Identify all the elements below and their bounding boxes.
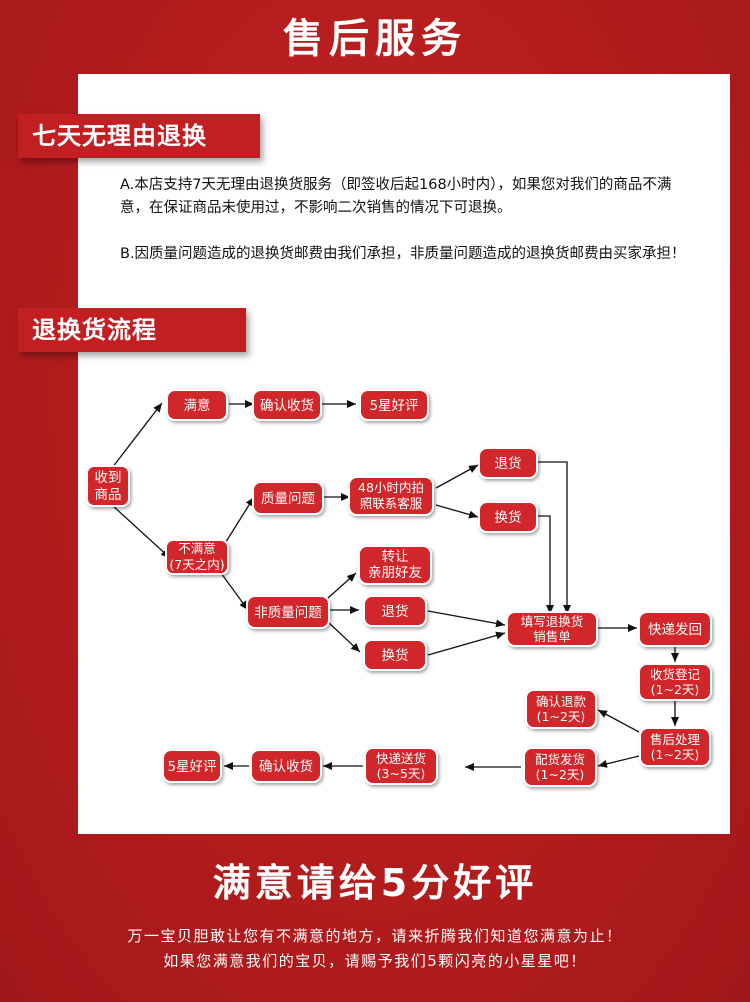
node-label: (3~5天) xyxy=(377,766,426,781)
node-return-non-quality: 退货 xyxy=(363,595,427,627)
node-label: 照联系客服 xyxy=(360,496,423,511)
section-title-return-process: 退换货流程 xyxy=(18,308,246,352)
footer-title: 满意请给5分好评 xyxy=(212,861,538,905)
node-label: 亲朋好友 xyxy=(368,565,422,581)
node-label: (1~2天) xyxy=(651,747,700,762)
node-confirm-refund: 确认退款 (1~2天) xyxy=(525,689,597,729)
node-label: 5星好评 xyxy=(369,398,418,414)
node-label: 退货 xyxy=(495,455,522,472)
footer-line-1: 万一宝贝胆敢让您有不满意的地方，请来折腾我们知道您满意为止！ xyxy=(127,927,623,945)
node-receive-register: 收货登记 (1~2天) xyxy=(638,663,712,701)
node-label: 快递发回 xyxy=(648,622,702,638)
node-label: 确认收货 xyxy=(259,758,313,775)
node-label: 销售单 xyxy=(533,629,571,644)
node-express-return: 快递发回 xyxy=(638,611,712,647)
node-five-star-bottom: 5星好评 xyxy=(162,749,222,783)
node-after-sales-processing: 售后处理 (1~2天) xyxy=(639,727,711,767)
node-received-goods: 收到 商品 xyxy=(86,465,130,507)
node-express-delivery: 快递送货 (3~5天) xyxy=(364,747,438,785)
node-transfer-friends: 转让 亲朋好友 xyxy=(358,545,432,585)
node-label: 收到 xyxy=(95,470,122,486)
node-label: 商品 xyxy=(95,487,122,503)
footer-line-2: 如果您满意我们的宝贝，请赐予我们5颗闪亮的小星星吧！ xyxy=(163,952,587,970)
node-confirm-receipt-bottom: 确认收货 xyxy=(250,749,322,783)
node-label: (1~2天) xyxy=(651,682,700,697)
node-label: 转让 xyxy=(382,549,409,565)
node-exchange-non-quality: 换货 xyxy=(363,639,427,671)
node-label: 收货登记 xyxy=(650,667,701,682)
content-panel xyxy=(78,74,730,834)
node-label: 确认退款 xyxy=(536,694,587,709)
node-return-quality: 退货 xyxy=(478,447,538,479)
node-label: (1~2天) xyxy=(537,709,586,724)
node-label: 不满意 xyxy=(178,541,216,556)
node-label: 48小时内拍 xyxy=(358,480,424,495)
node-confirm-receipt-top: 确认收货 xyxy=(252,389,322,421)
node-exchange-quality: 换货 xyxy=(478,501,538,533)
policy-paragraph-a: A.本店支持7天无理由退换货服务（即签收后起168小时内），如果您对我们的商品不… xyxy=(120,177,672,216)
policy-paragraph-b: B.因质量问题造成的退换货邮费由我们承担，非质量问题造成的退换货邮费由买家承担！ xyxy=(120,246,686,262)
node-fill-form: 填写退换货 销售单 xyxy=(506,611,598,647)
node-label: 配货发货 xyxy=(535,752,585,767)
node-contact-service: 48小时内拍 照联系客服 xyxy=(348,476,434,516)
node-label: 退货 xyxy=(382,603,409,620)
node-non-quality-issue: 非质量问题 xyxy=(246,595,330,629)
page-title: 售后服务 xyxy=(283,16,467,62)
flow-arrows xyxy=(111,400,679,771)
node-label: 填写退换货 xyxy=(521,614,584,629)
node-label: 非质量问题 xyxy=(254,605,322,621)
node-label: 确认收货 xyxy=(260,397,314,414)
node-label: 快递送货 xyxy=(376,751,426,766)
node-label: 质量问题 xyxy=(261,491,315,507)
node-label: 5星好评 xyxy=(167,759,216,775)
node-label: 售后处理 xyxy=(650,732,701,747)
node-quality-issue: 质量问题 xyxy=(252,481,324,515)
node-unsatisfied: 不满意 (7天之内) xyxy=(165,539,229,575)
node-five-star-top: 5星好评 xyxy=(359,389,429,421)
section-title-seven-day-return: 七天无理由退换 xyxy=(18,114,260,158)
node-satisfied: 满意 xyxy=(166,389,228,421)
node-label: 换货 xyxy=(495,509,522,526)
node-label: (1~2天) xyxy=(536,767,585,782)
node-ship-goods: 配货发货 (1~2天) xyxy=(523,747,597,787)
node-label: (7天之内) xyxy=(169,557,224,572)
node-label: 换货 xyxy=(382,647,409,664)
node-label: 满意 xyxy=(184,397,211,414)
